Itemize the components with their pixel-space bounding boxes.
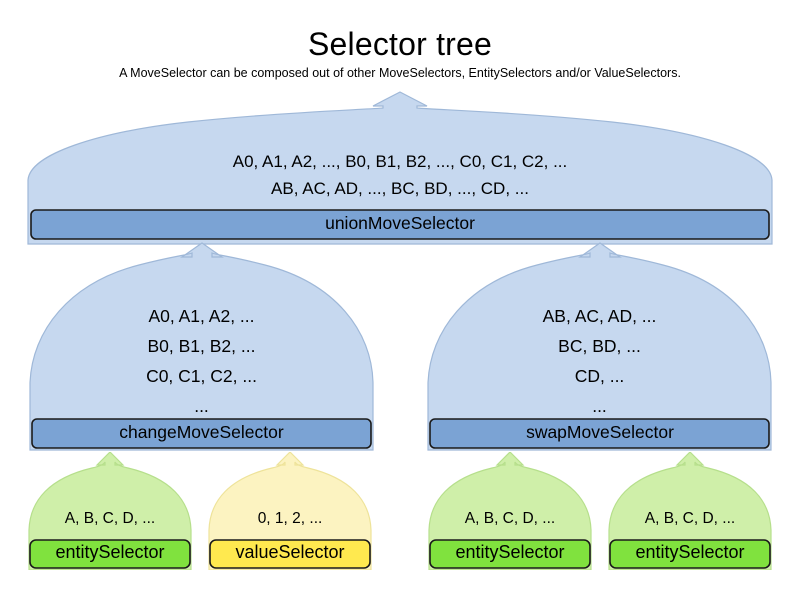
node-union-move-selector[interactable]: A0, A1, A2, ..., B0, B1, B2, ..., C0, C1… bbox=[27, 91, 773, 245]
leaf-dome-shape bbox=[208, 451, 372, 571]
node-entity-selector-1[interactable]: A, B, C, D, ... bbox=[28, 451, 192, 571]
leaf-dome-shape bbox=[28, 451, 192, 571]
node-change-move-selector[interactable]: A0, A1, A2, ... B0, B1, B2, ... C0, C1, … bbox=[29, 242, 374, 451]
union-dome-shape bbox=[27, 91, 773, 245]
swap-dome-shape bbox=[427, 242, 772, 451]
node-entity-selector-2[interactable]: A, B, C, D, ... bbox=[428, 451, 592, 571]
page-subtitle: A MoveSelector can be composed out of ot… bbox=[119, 66, 681, 80]
node-swap-move-selector[interactable]: AB, AC, AD, ... BC, BD, ... CD, ... ... bbox=[427, 242, 772, 451]
node-entity-selector-3[interactable]: A, B, C, D, ... bbox=[608, 451, 772, 571]
page-title: Selector tree bbox=[307, 26, 493, 62]
change-dome-shape bbox=[29, 242, 374, 451]
leaf-dome-shape bbox=[608, 451, 772, 571]
leaf-dome-shape bbox=[428, 451, 592, 571]
node-value-selector-1[interactable]: 0, 1, 2, ... bbox=[208, 451, 372, 571]
